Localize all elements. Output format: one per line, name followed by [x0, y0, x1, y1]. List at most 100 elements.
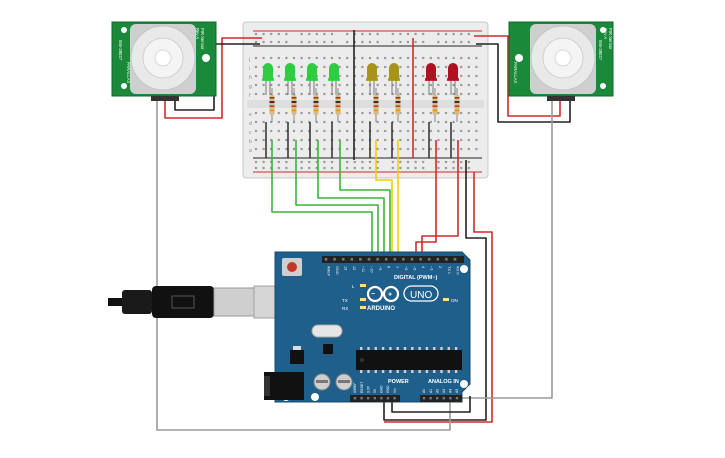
breadboard-hole: [254, 74, 258, 78]
breadboard-hole: [384, 83, 387, 87]
breadboard-hole: [300, 83, 303, 87]
breadboard-hole: [323, 56, 326, 60]
breadboard-hole: [414, 92, 417, 96]
breadboard-hole: [346, 111, 349, 115]
breadboard-hole: [437, 74, 440, 78]
breadboard-hole: [437, 138, 440, 142]
breadboard-hole: [437, 56, 440, 60]
rail-hole: [368, 40, 372, 44]
breadboard-hole: [452, 92, 455, 96]
resistor-band: [313, 109, 319, 112]
header-pin: [449, 397, 452, 400]
breadboard-hole: [300, 111, 303, 115]
breadboard-hole: [406, 138, 410, 142]
chip-pin: [360, 347, 363, 350]
rail-hole: [422, 160, 425, 164]
header-pin: [353, 397, 357, 400]
chip-pin: [367, 347, 370, 350]
analog-label: ANALOG IN: [428, 379, 459, 385]
pir-right-mount-hole: [600, 27, 606, 33]
breadboard-hole: [376, 138, 379, 142]
pir-left-lens-center: [154, 49, 172, 67]
breadboard-hole: [277, 65, 280, 69]
rail-hole: [376, 40, 379, 44]
row-letter: h: [249, 75, 252, 81]
breadboard-hole: [254, 65, 258, 69]
rail-hole: [262, 40, 265, 44]
row-letter: c: [249, 130, 252, 136]
breadboard-hole: [422, 65, 425, 69]
digital-header: [322, 256, 464, 263]
rail-hole: [406, 166, 410, 170]
breadboard-hole: [452, 56, 455, 60]
chip-pin: [396, 370, 399, 373]
resistor-band: [291, 109, 297, 112]
chip-pin: [403, 347, 407, 350]
breadboard-hole: [361, 138, 364, 142]
digital-pin-label: 4: [421, 266, 425, 268]
pir-left-label-2: Rev A: [195, 28, 200, 39]
breadboard-hole: [262, 147, 265, 151]
header-pin: [367, 397, 370, 400]
wire-green-4: [339, 140, 391, 258]
breadboard-hole: [384, 120, 387, 124]
chip-pin: [454, 347, 458, 350]
chip-pin: [433, 370, 436, 373]
breadboard-hole: [475, 74, 478, 78]
pir-left-mount-hole: [121, 27, 127, 33]
header-pin: [359, 258, 362, 261]
breadboard-hole: [437, 92, 440, 96]
digital-pin-label: 7: [395, 266, 399, 268]
breadboard-hole: [262, 111, 265, 115]
digital-pin-label: 2: [438, 266, 442, 268]
breadboard-hole: [315, 129, 318, 133]
breadboard-hole: [460, 147, 463, 151]
wire-red-5v: [384, 172, 493, 423]
rail-hole: [422, 40, 425, 44]
rail-hole: [376, 160, 379, 164]
breadboard-hole: [285, 92, 288, 96]
arduino-logo: − + ARDUINO UNO: [366, 285, 439, 312]
resistor-band: [432, 109, 438, 112]
led: [263, 63, 273, 80]
rail-hole: [353, 166, 356, 170]
breadboard-hole: [429, 92, 432, 96]
breadboard-hole: [262, 129, 265, 133]
chip-pin: [425, 347, 429, 350]
breadboard-hole: [384, 74, 387, 78]
breadboard-hole: [399, 65, 402, 69]
breadboard-hole: [262, 83, 265, 87]
rail-hole: [452, 40, 455, 44]
led: [448, 63, 458, 80]
header-pin: [341, 258, 345, 261]
breadboard-hole: [368, 56, 372, 60]
breadboard-hole: [277, 92, 280, 96]
rail-hole: [399, 32, 402, 36]
chip-pin: [389, 370, 392, 373]
breadboard-hole: [406, 56, 410, 60]
header-pin: [367, 258, 371, 261]
breadboard-hole: [353, 74, 356, 78]
rail-hole: [254, 166, 258, 170]
resistor-band: [373, 105, 379, 107]
header-pin: [324, 258, 328, 261]
breadboard-hole: [406, 74, 410, 78]
breadboard-hole: [308, 111, 311, 115]
header-pin: [373, 397, 376, 400]
resistor-band: [335, 109, 341, 112]
breadboard-hole: [444, 92, 448, 96]
reset-button[interactable]: [287, 262, 297, 272]
pir-right-lens-center: [554, 49, 572, 67]
breadboard-hole: [338, 65, 341, 69]
led-array: [262, 63, 460, 158]
header-pin: [429, 397, 432, 400]
resistor-band: [291, 101, 297, 103]
breadboard-hole: [444, 138, 448, 142]
breadboard-hole: [308, 92, 311, 96]
breadboard-hole: [452, 147, 455, 151]
breadboard-hole: [353, 129, 356, 133]
led-rim: [425, 78, 437, 81]
breadboard-hole: [262, 138, 265, 142]
breadboard-hole: [285, 138, 288, 142]
breadboard-hole: [399, 138, 402, 142]
